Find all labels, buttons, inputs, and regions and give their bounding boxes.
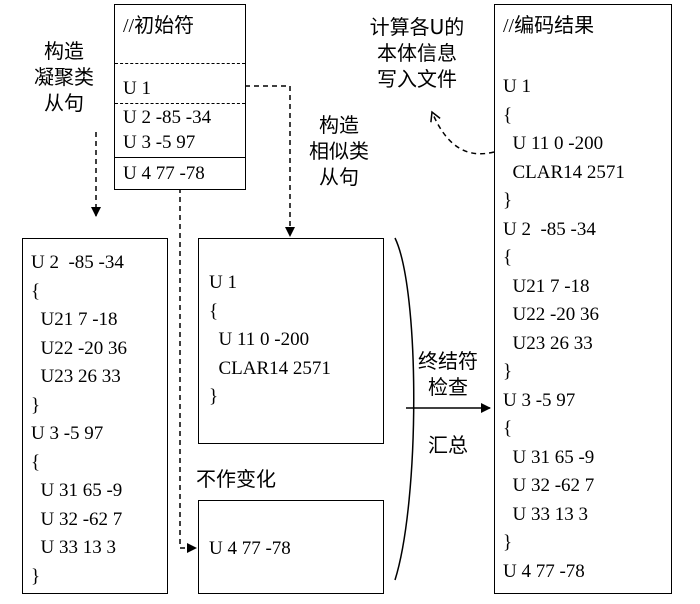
- aggregate-box: U 2 -85 -34 { U21 7 -18 U22 -20 36 U23 26…: [22, 238, 168, 594]
- code-line: U 33 13 3: [31, 537, 116, 558]
- similar-box: U 1 { U 11 0 -200 CLAR14 2571}: [198, 238, 384, 444]
- code-line: }: [31, 394, 41, 416]
- caption-aggregate: 构造 凝聚类 从句: [14, 38, 114, 116]
- code-line: U 31 65 -9: [503, 446, 595, 468]
- code-line: U22 -20 36: [503, 304, 600, 325]
- caption-no-change: 不作变化: [196, 467, 276, 491]
- divider: [115, 157, 245, 158]
- divider: [115, 103, 245, 104]
- code-line: }: [503, 532, 513, 553]
- code-line: U 3 -5 97: [503, 389, 576, 411]
- caption-line: 从句: [44, 91, 84, 115]
- caption-line: 构造: [44, 39, 84, 63]
- code-line: }: [209, 386, 219, 407]
- caption-line: 检查: [428, 375, 468, 399]
- code-line: {: [31, 280, 41, 302]
- code-line: U21 7 -18: [503, 275, 590, 297]
- code-line: U 31 65 -9: [31, 480, 123, 501]
- code-line: }: [31, 565, 41, 587]
- code-line: {: [503, 247, 513, 268]
- divider: [115, 63, 245, 64]
- code-line: U 32 -62 7: [31, 508, 123, 530]
- code-line: CLAR14 2571: [503, 161, 625, 183]
- code-line: U 32 -62 7: [503, 475, 595, 496]
- init-title: //初始符: [123, 15, 195, 37]
- init-row: U 1: [123, 78, 151, 99]
- caption-end-check: 终结符 检查: [402, 348, 494, 400]
- arrow-to-write-file: [430, 110, 495, 155]
- code-line: U 1: [503, 76, 531, 97]
- code-line: {: [31, 451, 41, 473]
- caption-similar: 构造 相似类 从句: [287, 112, 391, 190]
- code-line: U 1: [209, 272, 237, 293]
- caption-line: 计算各U的: [369, 15, 465, 39]
- init-row: U 3 -5 97: [123, 132, 196, 153]
- caption-write-info: 计算各U的 本体信息 写入文件: [347, 14, 487, 92]
- caption-line: 构造: [319, 113, 359, 137]
- nochange-text: U 4 77 -78: [209, 538, 291, 559]
- init-row: U 4 77 -78: [123, 163, 205, 184]
- caption-line: 凝聚类: [34, 65, 94, 89]
- caption-line: 相似类: [309, 139, 369, 163]
- code-line: {: [503, 104, 513, 126]
- code-line: }: [503, 361, 513, 382]
- caption-line: 写入文件: [377, 67, 457, 91]
- code-line: U 33 13 3: [503, 503, 588, 525]
- caption-line: 从句: [319, 165, 359, 189]
- summary-brace: [394, 237, 415, 581]
- arrow-to-similar: [245, 85, 295, 237]
- code-line: U 4 77 -78: [503, 560, 585, 582]
- init-row: U 2 -85 -34: [123, 107, 212, 128]
- code-line: U21 7 -18: [31, 309, 118, 330]
- init-box: //初始符 U 1 U 2 -85 -34 U 3 -5 97 U 4 77 -…: [114, 4, 246, 190]
- code-line: {: [503, 418, 513, 439]
- code-line: U23 26 33: [31, 366, 121, 387]
- nochange-box: U 4 77 -78: [198, 500, 384, 594]
- caption-line: 本体信息: [377, 41, 457, 65]
- code-line: U 11 0 -200: [503, 133, 604, 154]
- result-box: //编码结果 U 1 { U 11 0 -200 CLAR14 2571} U 2 …: [494, 4, 672, 594]
- code-line: CLAR14 2571: [209, 357, 331, 379]
- code-line: U 2 -85 -34: [503, 218, 596, 240]
- code-line: {: [209, 300, 219, 322]
- result-title: //编码结果: [503, 15, 595, 37]
- code-line: }: [503, 190, 513, 211]
- arrow-to-nochange: [179, 188, 197, 553]
- code-line: U23 26 33: [503, 332, 593, 354]
- caption-summary: 汇总: [428, 433, 468, 457]
- code-line: U 2 -85 -34: [31, 252, 124, 273]
- code-line: U22 -20 36: [31, 337, 128, 359]
- caption-line: 终结符: [418, 349, 478, 373]
- code-line: U 3 -5 97: [31, 423, 104, 444]
- code-line: U 11 0 -200: [209, 329, 310, 350]
